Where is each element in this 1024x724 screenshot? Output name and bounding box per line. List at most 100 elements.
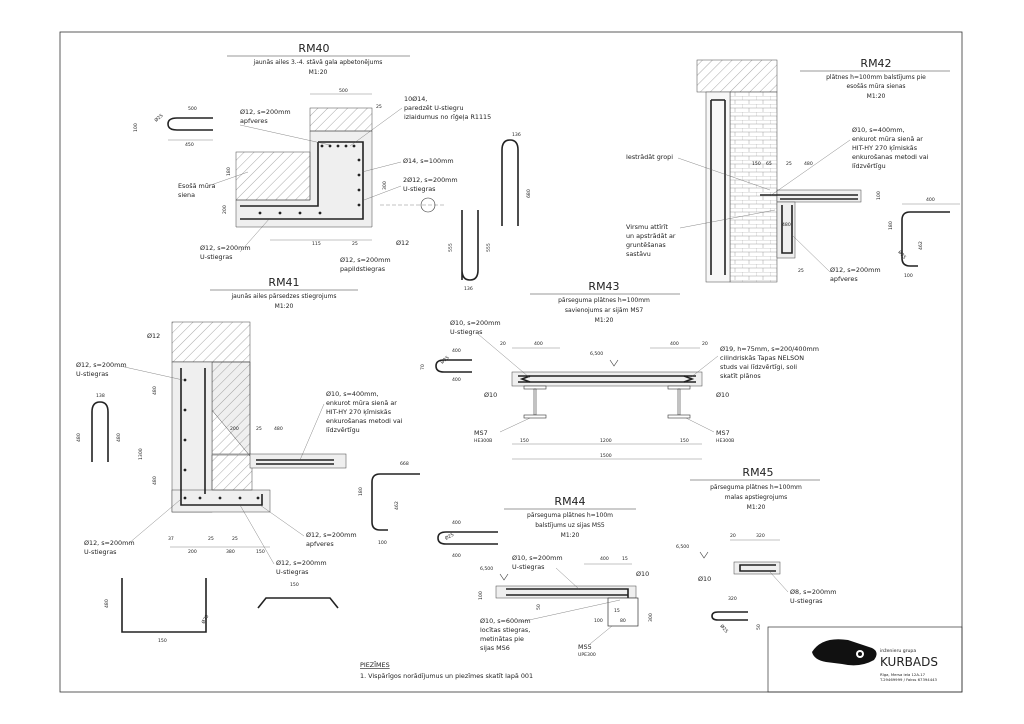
rm42-dim-25b: 25 [798, 268, 804, 274]
rm40-dim-555a: 555 [448, 243, 454, 252]
rm44-dim-400b: 400 [452, 520, 461, 526]
rm44-subtitle2: balstījums uz sijas MS5 [535, 522, 605, 529]
rm43-label-o10: Ø10, s=200mm [450, 319, 501, 327]
rm42-dim-462: 462 [918, 241, 924, 250]
rm40-label-o14: Ø14, s=100mm [403, 157, 454, 165]
rm40-label-esosa: Esošā mūra [178, 182, 215, 190]
rm41-dim-138: 138 [96, 393, 105, 399]
detail-rm44: RM44 pārseguma plātnes h=100m balstījums… [437, 495, 654, 658]
rm41-label-u3: U-stiegras [276, 568, 309, 576]
rm43-label-nelson: cilindriskās Tapas NELSON [720, 354, 804, 362]
rm42-label-sastavu: sastāvu [626, 250, 651, 258]
rm41-label-o12-u3: Ø12, s=200mm [276, 559, 327, 567]
rm42-label-o12: Ø12, s=200mm [830, 266, 881, 274]
rm42-dim-480: 480 [804, 161, 813, 167]
rm42-dim-100: 100 [876, 191, 882, 200]
rm41-dim-25c: 25 [232, 536, 238, 542]
rm44-dim-15: 15 [622, 556, 628, 562]
rm41-label-metodi: enkurošanas metodi vai [326, 417, 403, 425]
rm43-subtitle2: savienojums ar sijām MS7 [565, 307, 643, 314]
rm42-label-apfveres: apfveres [830, 275, 858, 283]
rm43-dim-150b: 150 [680, 438, 689, 444]
rm40-dim-180b: 500 [188, 106, 197, 112]
sheet-border [59, 31, 963, 693]
rm45-scale: M1:20 [747, 504, 766, 511]
rm41-label-hit: HIT-HY 270 ķīmiskās [326, 408, 392, 417]
rm41-label-enkurot: enkurot mūra sienā ar [326, 399, 397, 407]
rm40-subtitle: jaunās ailes 3.-4. stāvā gala apbetonēju… [253, 59, 383, 66]
rm42-label-enkurot: enkurot mūra sienā ar [852, 135, 923, 143]
rm41-dim-150: 150 [256, 549, 265, 555]
rm45-dim-20: 20 [730, 533, 736, 539]
rm44-subtitle: pārseguma plātnes h=100m [527, 512, 613, 519]
rm44-bar-shape-1 [437, 531, 498, 545]
rm41-dim-462: 462 [394, 501, 400, 510]
rm41-dim-668a: 150 [158, 638, 167, 644]
rm41-dim-480c: 480 [274, 426, 283, 432]
kurbads-logo [812, 639, 877, 666]
notes-heading: PIEZĪMES [360, 660, 390, 669]
rm40-dim-555b: 555 [486, 243, 492, 252]
rm43-label-o10-r: Ø10 [716, 391, 729, 399]
rm40-dim-136b: 136 [464, 286, 473, 292]
rm43-dim-400b: 400 [670, 341, 679, 347]
rm45-slab [733, 561, 781, 575]
rm41-dim-480b: 480 [152, 476, 158, 485]
rm43-dim-70: 70 [420, 364, 426, 370]
rm44-level: 6,500 [480, 566, 493, 572]
rm40-dim-300: 300 [382, 181, 388, 190]
rm43-bar-shape [435, 359, 472, 373]
rm42-slab [776, 189, 862, 203]
rm41-column [171, 361, 213, 513]
rm42-scale: M1:20 [867, 93, 886, 100]
rm44-label-o10-600: Ø10, s=600mm [480, 617, 531, 625]
company-address: Rīga, Mersa iela 12A-17 [880, 672, 926, 677]
rm41-label-apfveres: apfveres [306, 540, 334, 548]
rm44-label-ms6: sijas MS6 [480, 644, 510, 652]
rm41-dim-380: 380 [226, 549, 235, 555]
rm41-label-o12: Ø12 [147, 332, 160, 340]
rm45-dim-o25: Ø25 [718, 623, 729, 635]
rm40-dim-450: 450 [185, 142, 194, 148]
rm43-level: 6,500 [590, 351, 603, 357]
rm41-bar-shape-2 [371, 473, 420, 531]
rm45-dim-50: 50 [756, 624, 762, 630]
rm41-dim-200: 200 [230, 426, 239, 432]
rm42-label-metodi: enkurošanas metodi vai [852, 153, 929, 161]
rm43-dim-400a: 400 [534, 341, 543, 347]
rm41-existing-wall-top [171, 321, 251, 363]
rm40-label-ustiegras: U-stiegras [403, 185, 436, 193]
rm42-title: RM42 [860, 57, 891, 70]
rm45-bar-shape [711, 611, 748, 621]
rm43-label-studs: studs vai līdzvērtīgi, soli [720, 363, 797, 371]
rm40-dim-200: 200 [222, 205, 228, 214]
rm41-wall-hatch [211, 361, 251, 455]
rm41-label-lidzv: līdzvērtīgu [326, 426, 360, 434]
rm40-existing-wall [235, 151, 311, 201]
rm45-label-o10: Ø10 [698, 575, 711, 583]
rm40-rebar-u [240, 141, 364, 220]
company-small: inženieru grupa [880, 647, 916, 654]
rm41-label-o12-u2: Ø12, s=200mm [84, 539, 135, 547]
rm42-dim-400: 400 [926, 197, 935, 203]
rm40-dim-136: 136 [512, 132, 521, 138]
rm41-subtitle: jaunās ailes pārsedzes stiegrojums [231, 293, 337, 300]
rm42-dim-480b: 480 [782, 222, 791, 228]
rm43-label-planos: skatīt plānos [720, 372, 761, 380]
rm43-label-ustieg: U-stiegras [450, 328, 483, 336]
rm40-bar-shape-3 [461, 210, 479, 281]
rm45-level: 6,500 [676, 544, 689, 550]
rm42-dim-65: 65 [766, 161, 772, 167]
rm43-label-he-r: HE300B [716, 438, 734, 444]
rm40-label-u2: U-stiegras [200, 253, 233, 261]
rm41-label-u2: U-stiegras [84, 548, 117, 556]
rm40-label-o12-papild: Ø12, s=200mm [340, 256, 391, 264]
rm43-beam-left [523, 385, 547, 419]
rm41-dim-180: 180 [358, 487, 364, 496]
detail-rm45: RM45 pārseguma plātnes h=100mm malas aps… [676, 466, 837, 635]
rm44-scale: M1:20 [561, 532, 580, 539]
rm40-label-apfveres: apfveres [240, 117, 268, 125]
rm42-label-gruntesanas: gruntēšanas [626, 241, 666, 249]
rm43-label-he-l: HE300B [474, 438, 492, 444]
